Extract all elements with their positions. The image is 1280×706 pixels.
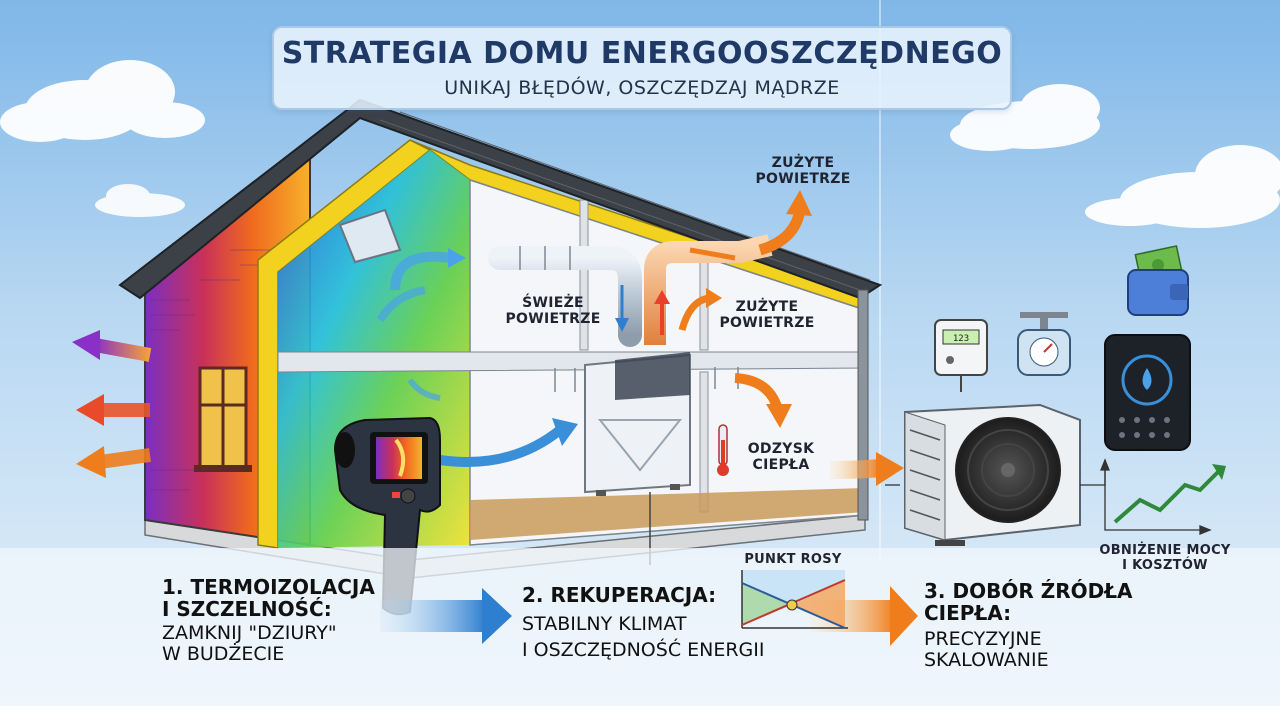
heat-pump-icon [904,403,1081,546]
step-2: 2. REKUPERACJA: STABILNY KLIMAT I OSZCZĘ… [522,584,822,661]
dew-point-chart [741,570,848,629]
label-heat-recovery-line2: CIEPŁA [752,456,810,473]
interior-wall-1 [579,199,589,351]
step-1-desc-line1: ZAMKNIJ "DZIURY" [162,621,337,644]
exhaust-out-arrowhead [786,190,812,216]
title-box: STRATEGIA DOMU ENERGOOSZCZĘDNEGO UNIKAJ … [272,26,1012,110]
cloud-small [95,184,185,217]
wallet-icon [1127,245,1189,316]
cloud-right-mid [1085,145,1280,228]
step-3-title-line1: 3. DOBÓR ŹRÓDŁA [924,579,1133,603]
heat-loss-arrows [72,330,152,478]
label-cost-reduction: OBNIŻENIE MOCY I KOSZTÓW [1090,543,1240,573]
fresh-air-duct [488,246,642,347]
exhaust-out-arrow [758,208,806,256]
exhaust-up-arrowhead [654,290,670,304]
label-heat-recovery: ODZYSK CIEPŁA [736,441,826,473]
recuperator-unit [584,352,691,496]
exhaust-right-arrow [689,247,736,261]
roof-tiles [379,111,871,291]
step-3-title-line2: CIEPŁA: [924,601,1012,626]
label-used-air-top-line1: ZUŻYTE [771,155,835,171]
label-used-air-mid-line2: POWIETRZE [719,314,815,331]
cost-trend-icon [1113,464,1226,524]
heat-recovery-arrowhead [766,404,792,428]
label-used-air-mid-line1: ZUŻYTE [735,299,799,315]
cloud-left [0,60,205,142]
used-air-mid-arrowhead [706,288,722,308]
scale-icon [1017,312,1071,376]
connector-lines [885,458,1212,535]
step-arrow-1 [380,588,512,644]
label-used-air-mid: ZUŻYTE POWIETRZE [712,299,822,331]
meter-display: 123 [953,334,969,344]
step-1-title-line1: 1. TERMOIZOLACJA [162,575,375,599]
window-thermal [194,366,252,472]
label-cost-reduction-line2: I KOSZTÓW [1122,557,1208,573]
label-cost-reduction-line1: OBNIŻENIE MOCY [1099,543,1231,558]
label-fresh-air-line1: ŚWIEŻE [522,295,584,311]
step-2-desc-line2: I OSZCZĘDNOŚĆ ENERGII [522,638,765,661]
step-1-desc-line2: W BUDŻECIE [162,643,285,666]
fresh-air-down-arrowhead [615,318,629,332]
step-3-desc-line2: SKALOWANIE [924,649,1049,672]
cloud-right-top [950,84,1100,151]
step-3-desc-line1: PRECYZYJNE [924,627,1042,650]
thermometer-icon [717,424,729,476]
label-dew-point: PUNKT ROSY [744,552,842,567]
fresh-air-curl-arrow [390,251,451,291]
downpipe [857,289,869,521]
page-subtitle: UNIKAJ BŁĘDÓW, OSZCZĘDZAJ MĄDRZE [444,77,840,99]
label-fresh-air-line2: POWIETRZE [505,310,601,327]
bottom-panel [0,548,1280,706]
heat-flow-arrowhead [876,452,904,486]
thermostat-icon [1104,334,1191,451]
supply-air-arrowhead [552,418,578,446]
step-3: 3. DOBÓR ŹRÓDŁA CIEPŁA: PRECYZYJNE SKALO… [924,580,1184,671]
floor-wood [470,488,865,540]
air-curl-3 [407,378,441,401]
energy-meter-icon [934,319,988,392]
step-2-desc-line1: STABILNY KLIMAT [522,613,687,636]
label-used-air-top-line2: POWIETRZE [755,170,851,187]
fresh-air-curl-arrowhead [448,248,466,268]
label-heat-recovery-line1: ODZYSK [747,441,815,457]
supply-air-arrow [439,426,564,467]
step-1-title-line2: I SZCZELNOŚĆ: [162,597,332,622]
step-2-title-line1: 2. REKUPERACJA: [522,583,717,607]
interior-wall-3 [699,371,709,513]
heat-flow-arrow [829,459,881,479]
air-curl-2 [376,286,426,323]
exhaust-duct [644,234,773,345]
step-1: 1. TERMOIZOLACJA I SZCZELNOŚĆ: ZAMKNIJ "… [162,576,402,665]
page-title: STRATEGIA DOMU ENERGOOSZCZĘDNEGO [281,36,1003,71]
label-used-air-top: ZUŻYTE POWIETRZE [748,155,858,187]
label-fresh-air: ŚWIEŻE POWIETRZE [498,295,608,327]
skylight [338,208,402,264]
